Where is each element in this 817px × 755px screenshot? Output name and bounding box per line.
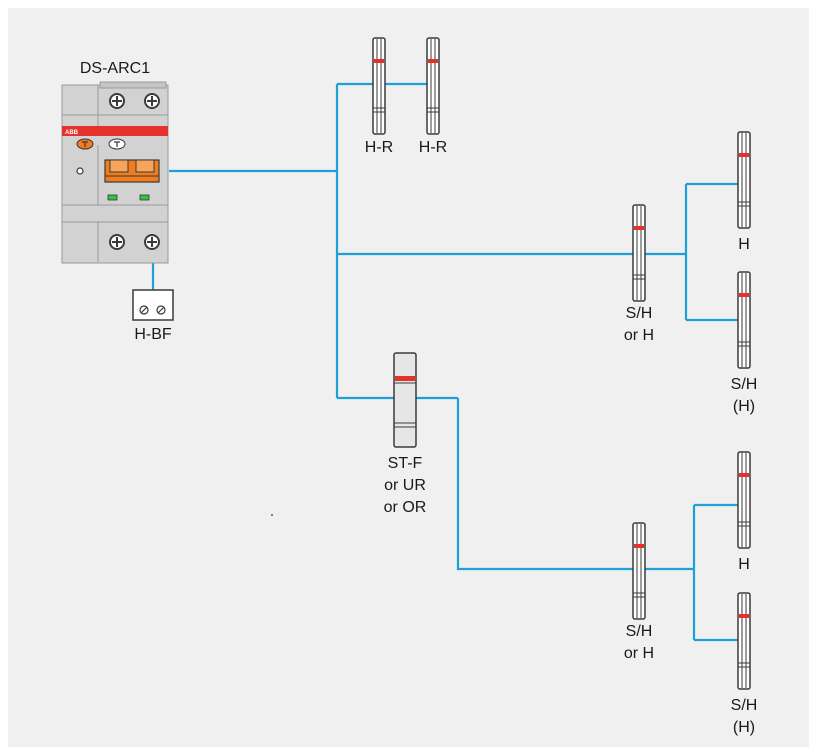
terminal-screw-icon — [156, 305, 166, 315]
upper-junction-label-line1: S/H — [626, 305, 653, 322]
upper-junction-label-line2: or H — [624, 327, 654, 344]
brand-band — [62, 126, 168, 136]
upper-sh-label-line1: S/H — [731, 376, 758, 393]
upper-sh-label-line2: (H) — [733, 398, 755, 415]
stray-mark — [271, 514, 273, 516]
lower-sh-label-line2: (H) — [733, 719, 755, 736]
wires — [151, 82, 744, 642]
status-led-icon — [76, 167, 84, 175]
s-h-device-icon — [737, 592, 751, 690]
indicator-icon — [107, 194, 118, 201]
bottom-screw-icon — [144, 234, 160, 250]
h-r-label: H-R — [419, 139, 447, 156]
stf-label-line1: ST-F — [388, 455, 423, 472]
lower-h-label: H — [738, 556, 750, 573]
brand-logo: ABB — [65, 130, 79, 136]
top-screw-icon — [109, 93, 125, 109]
h-device-icon — [737, 131, 751, 229]
upper-h-label: H — [738, 236, 750, 253]
s-h-or-h-device-icon — [632, 204, 646, 302]
wire-lower-fork — [692, 503, 744, 642]
reset-button-icon — [108, 138, 126, 150]
h-r-label: H-R — [365, 139, 393, 156]
top-screw-icon — [144, 93, 160, 109]
st-f-device-icon — [393, 352, 417, 448]
stf-label-line3: or OR — [384, 499, 427, 516]
lower-junction-label-line2: or H — [624, 645, 654, 662]
h-device-icon — [737, 451, 751, 549]
ds-arc1-breaker: ABB — [61, 81, 169, 264]
bottom-screw-icon — [109, 234, 125, 250]
lower-sh-label-line1: S/H — [731, 697, 758, 714]
s-h-or-h-device-icon — [632, 522, 646, 620]
h-bf-terminal — [132, 289, 174, 321]
breaker-label: DS-ARC1 — [80, 60, 150, 77]
h-r-device-icon — [372, 37, 386, 135]
test-button-icon — [76, 138, 94, 150]
indicator-icon — [139, 194, 150, 201]
toggle-lever-icon — [104, 159, 160, 183]
h-r-device-icon — [426, 37, 440, 135]
wire-upper-fork — [684, 182, 744, 322]
s-h-device-icon — [737, 271, 751, 369]
wire-stf-to-lower — [456, 398, 694, 571]
h-bf-label: H-BF — [134, 326, 172, 343]
lower-junction-label-line1: S/H — [626, 623, 653, 640]
terminal-screw-icon — [139, 305, 149, 315]
stf-label-line2: or UR — [384, 477, 426, 494]
